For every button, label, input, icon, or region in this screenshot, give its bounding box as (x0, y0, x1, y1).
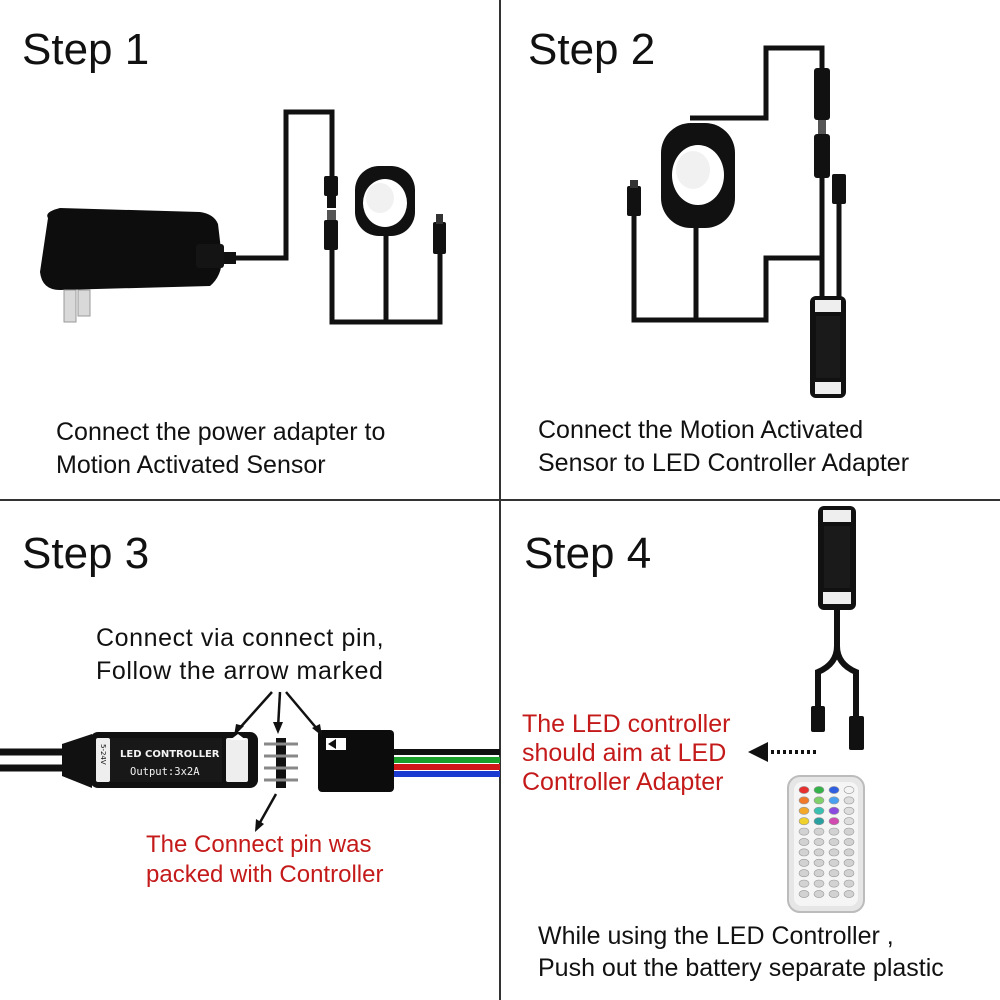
step-3-note: The Connect pin was packed with Controll… (146, 830, 383, 890)
controller-output: Output:3x2A (130, 766, 200, 778)
remote-button (828, 796, 840, 805)
step-3-caption-line-1: Connect via connect pin, (96, 624, 385, 652)
remote-button (828, 890, 840, 898)
ir-remote (787, 775, 865, 913)
step-4-caption-line-2: Push out the battery separate plastic (538, 954, 944, 982)
remote-button (843, 796, 855, 805)
step-2-illustration (627, 45, 846, 398)
remote-button (798, 806, 810, 815)
remote-button (798, 827, 810, 836)
step-3-caption-line-2: Follow the arrow marked (96, 657, 384, 685)
step-4-title: Step 4 (524, 529, 652, 578)
motion-sensor-2 (661, 123, 735, 228)
remote-button (843, 817, 855, 826)
remote-button (843, 879, 855, 888)
remote-button (798, 817, 810, 826)
step-3-title: Step 3 (22, 529, 150, 578)
pointer-arrows (234, 691, 322, 832)
remote-button (843, 838, 855, 846)
remote-button (813, 869, 825, 878)
step-2-title: Step 2 (528, 25, 656, 74)
remote-button (828, 786, 840, 794)
step-1-caption: Connect the power adapter to Motion Acti… (56, 416, 385, 482)
remote-button (813, 879, 825, 888)
remote-button (828, 848, 840, 857)
controller-label: LED CONTROLLER (120, 749, 220, 760)
remote-button (843, 890, 855, 898)
step-2-caption-line-2: Sensor to LED Controller Adapter (538, 449, 910, 477)
step-1-title: Step 1 (22, 25, 150, 74)
step-3-note-line-2: packed with Controller (146, 861, 384, 888)
step-1-caption-line-1: Connect the power adapter to (56, 418, 386, 446)
step-3-note-line-1: The Connect pin was (146, 831, 372, 858)
step-2-caption: Connect the Motion Activated Sensor to L… (538, 414, 909, 480)
led-controller-horizontal: LED CONTROLLER Output:3x2A 5-24V (62, 732, 258, 788)
remote-button (798, 890, 810, 898)
remote-button (813, 890, 825, 898)
remote-button (813, 848, 825, 857)
remote-button (798, 858, 810, 867)
step-1-caption-line-2: Motion Activated Sensor (56, 451, 326, 479)
remote-button (843, 858, 855, 867)
remote-button (813, 817, 825, 826)
remote-button (798, 879, 810, 888)
step-4-note-line-1: The LED controller (522, 710, 731, 738)
remote-button (798, 786, 810, 794)
step-4-note-line-3: Controller Adapter (522, 768, 724, 796)
connect-pin (264, 738, 298, 788)
led-controller-vertical (810, 296, 846, 398)
remote-button (798, 796, 810, 805)
remote-button (813, 838, 825, 846)
step-1-illustration (40, 109, 446, 325)
led-controller-step-4 (818, 506, 856, 610)
horizontal-divider (0, 499, 1000, 501)
remote-button (813, 786, 825, 794)
rgb-strip-connector (318, 730, 500, 792)
remote-button (813, 827, 825, 836)
remote-button (828, 827, 840, 836)
remote-button (828, 806, 840, 815)
remote-button (813, 858, 825, 867)
step-3-illustration: LED CONTROLLER Output:3x2A 5-24V (0, 691, 500, 832)
step-4-caption: While using the LED Controller , Push ou… (538, 920, 944, 984)
remote-button (813, 806, 825, 815)
controller-voltage: 5-24V (99, 744, 107, 765)
remote-button (798, 869, 810, 878)
step-4-note-line-2: should aim at LED (522, 739, 727, 767)
dc-connector (324, 176, 338, 250)
remote-button (843, 806, 855, 815)
remote-button (798, 838, 810, 846)
step-3-caption: Connect via connect pin, Follow the arro… (96, 622, 384, 688)
step-4-note: The LED controller should aim at LED Con… (522, 710, 730, 797)
motion-sensor (355, 166, 415, 236)
remote-button (828, 879, 840, 888)
step-2-caption-line-1: Connect the Motion Activated (538, 416, 864, 444)
remote-button (828, 858, 840, 867)
remote-button (843, 869, 855, 878)
remote-button (813, 796, 825, 805)
remote-button (828, 869, 840, 878)
remote-button (843, 786, 855, 794)
power-adapter (40, 208, 236, 323)
remote-button (798, 848, 810, 857)
remote-button (828, 817, 840, 826)
remote-button (843, 827, 855, 836)
remote-button (843, 848, 855, 857)
step-1-power-cable (222, 109, 335, 261)
step-4-caption-line-1: While using the LED Controller , (538, 922, 894, 950)
pointer-arrow (748, 742, 768, 762)
remote-button (828, 838, 840, 846)
